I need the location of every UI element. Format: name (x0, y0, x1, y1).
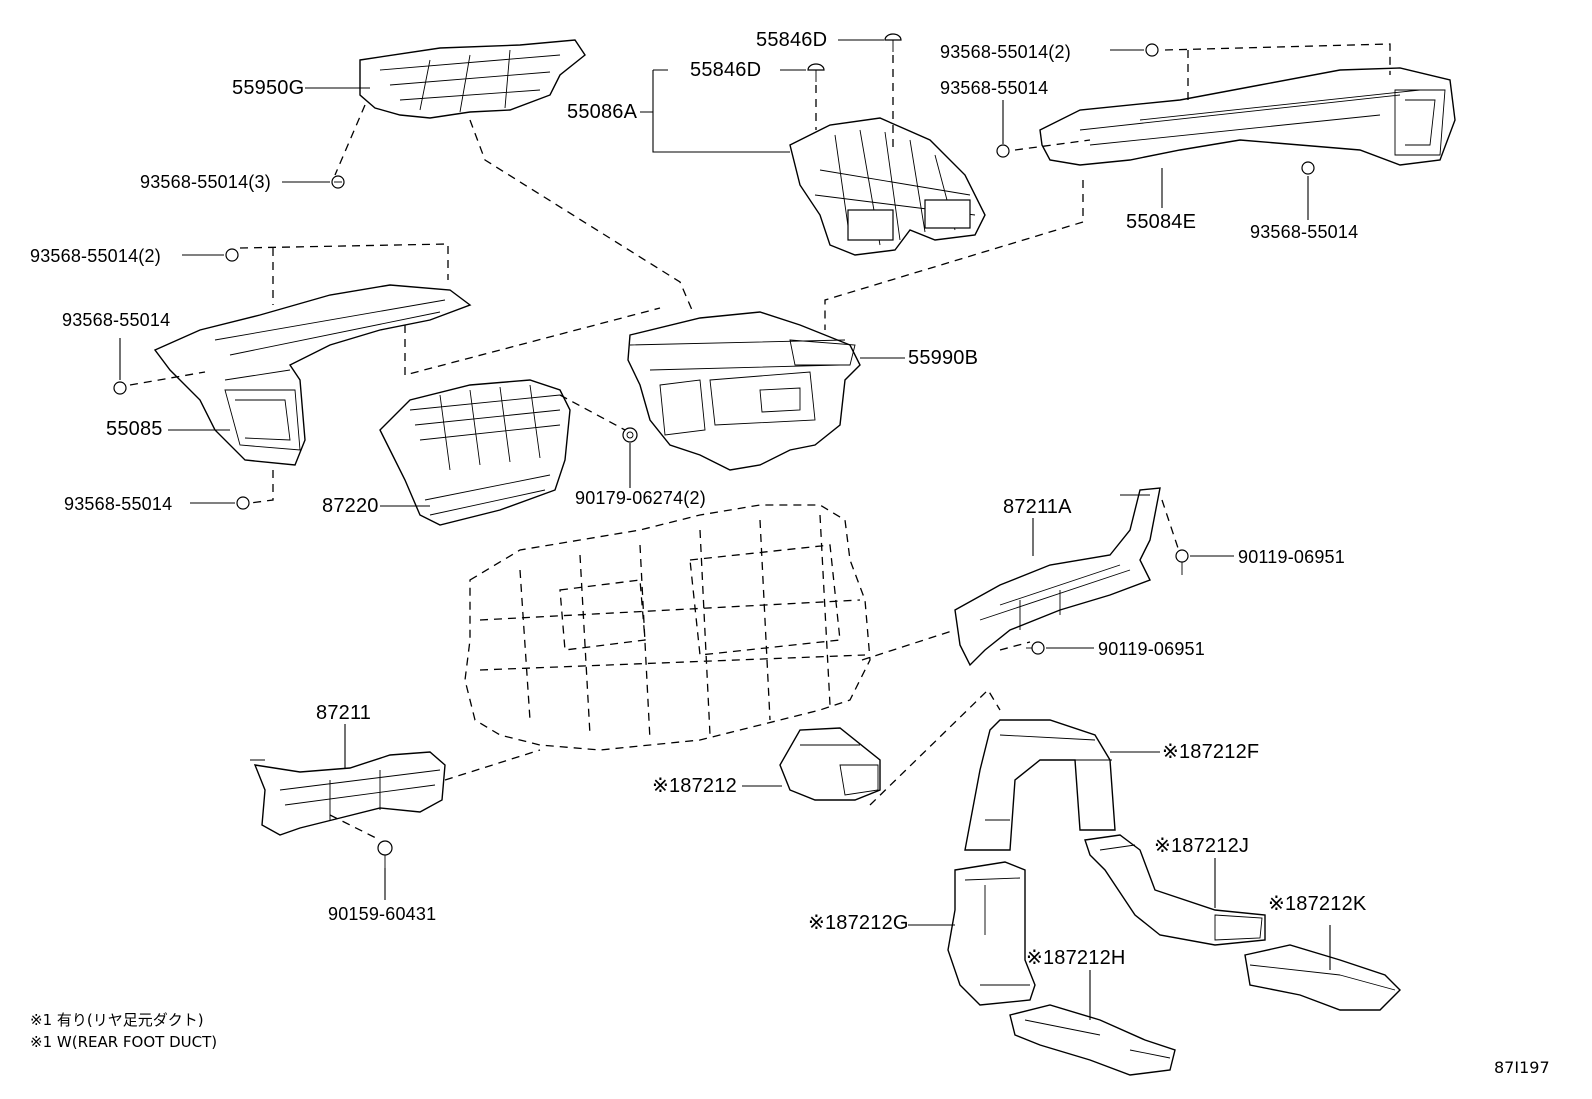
label-93568-55014-r: 93568-55014 (1250, 222, 1359, 242)
clip-icon (807, 63, 825, 82)
bracket-87211a (954, 487, 1161, 667)
nut-icon (622, 427, 638, 443)
frame-55990b (627, 311, 861, 471)
footnote-japanese: ※1 有り(リヤ足元ダクト) (30, 1011, 204, 1029)
label-90179-06274-2: 90179-06274(2) (575, 488, 706, 508)
label-87211a: 87211A (1003, 496, 1072, 518)
filter-box-87220 (379, 379, 571, 526)
label-87212g: ※187212G (808, 912, 909, 934)
label-93568-55014-2-tr: 93568-55014(2) (940, 42, 1071, 62)
label-55846d-a: 55846D (756, 29, 828, 51)
label-93568-55014-l: 93568-55014 (62, 310, 171, 330)
screw-icon (113, 381, 127, 395)
label-87212j: ※187212J (1154, 835, 1250, 857)
duct-87212h (1009, 1004, 1176, 1076)
label-55846d-b: 55846D (690, 59, 762, 81)
label-55086a: 55086A (567, 101, 638, 123)
screw-icon (1301, 161, 1315, 175)
bolt-icon (377, 840, 393, 870)
screw-icon (331, 175, 345, 189)
bolt-icon (1175, 549, 1189, 575)
screw-icon (996, 144, 1010, 158)
duct-87212f (964, 719, 1116, 851)
label-87212: ※187212 (652, 775, 737, 797)
label-93568-55014-3: 93568-55014(3) (140, 172, 271, 192)
label-93568-55014-2-l: 93568-55014(2) (30, 246, 161, 266)
label-87212h: ※187212H (1026, 947, 1126, 969)
hvac-unit (464, 504, 871, 751)
label-55084e: 55084E (1126, 211, 1197, 233)
label-87212f: ※187212F (1162, 741, 1260, 763)
label-93568-55014-bl: 93568-55014 (64, 494, 173, 514)
duct-55086a (789, 117, 986, 256)
label-90119-06951-b: 90119-06951 (1098, 639, 1205, 659)
duct-87212k (1244, 944, 1401, 1011)
screw-icon (1145, 43, 1159, 57)
bolt-icon (1026, 641, 1045, 655)
label-55085: 55085 (106, 418, 163, 440)
label-87211: 87211 (316, 702, 372, 724)
duct-87212 (779, 727, 881, 801)
label-93568-55014-tr: 93568-55014 (940, 78, 1049, 98)
label-55990b: 55990B (908, 347, 979, 369)
label-87220: 87220 (322, 495, 379, 517)
bracket-87211 (250, 751, 446, 836)
screw-icon (236, 496, 250, 510)
label-55950g: 55950G (232, 77, 305, 99)
duct-cover-55950g (359, 39, 586, 119)
duct-87212g (947, 861, 1036, 1006)
duct-87212j (1084, 834, 1266, 946)
footnote-english: ※1 W(REAR FOOT DUCT) (30, 1033, 218, 1051)
label-90119-06951-a: 90119-06951 (1238, 547, 1345, 567)
label-87212k: ※187212K (1268, 893, 1367, 915)
duct-55084e (1039, 67, 1456, 166)
diagram-reference-number: 87I197 (1494, 1058, 1550, 1077)
label-90159-60431: 90159-60431 (328, 904, 437, 924)
clip-icon (884, 33, 902, 52)
screw-icon (225, 248, 239, 262)
